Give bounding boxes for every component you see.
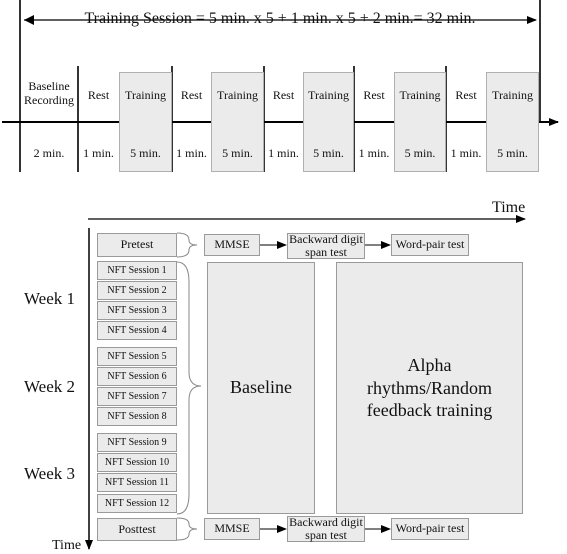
segment-duration: 5 min. [222, 146, 253, 160]
segment-label: Training [125, 88, 166, 102]
segment-label: Rest [363, 88, 385, 102]
nft-session-2: NFT Session 2 [97, 281, 177, 300]
segment-duration: 1 min. [358, 146, 390, 160]
segment-duration: 1 min. [450, 146, 482, 160]
segment-duration: 5 min. [404, 146, 436, 160]
segment-label: Rest [272, 88, 295, 102]
vertical-time-label: Time [52, 538, 82, 553]
nft-session-3: NFT Session 3 [97, 301, 177, 320]
nft-session-12: NFT Session 12 [97, 494, 177, 513]
pretest-box: Pretest [97, 233, 177, 257]
baseline-box: Baseline [207, 262, 315, 514]
week-3-label: Week 3 [24, 464, 76, 483]
segment-duration: 5 min. [313, 146, 344, 160]
nft-session-6: NFT Session 6 [97, 367, 177, 386]
segment-label: Training [492, 88, 533, 102]
nft-session-11: NFT Session 11 [97, 473, 177, 492]
training-block [119, 72, 172, 172]
pretest-digit-span-box: Backward digit span test [287, 232, 365, 259]
pretest-mmse-box: MMSE [204, 234, 260, 256]
segment-label: Training [399, 88, 441, 102]
posttest-word-pair-box: Word-pair test [391, 518, 469, 540]
week-2-label: Week 2 [24, 377, 76, 396]
segment-duration: 1 min. [176, 146, 207, 160]
segment-label: Training [308, 88, 349, 102]
nft-session-1: NFT Session 1 [97, 261, 177, 280]
segment-label: Rest [87, 88, 110, 102]
segment-label: Rest [455, 88, 477, 102]
segment-label: Rest [180, 88, 203, 102]
training-box: Alpha rhythms/Random feedback training [336, 262, 523, 514]
nft-session-7: NFT Session 7 [97, 387, 177, 406]
segment-label: Baseline Recording [24, 79, 74, 107]
session-title: Training Session = 5 min. x 5 + 1 min. x… [84, 10, 476, 27]
nft-session-4: NFT Session 4 [97, 321, 177, 340]
nft-session-8: NFT Session 8 [97, 407, 177, 426]
training-block [303, 72, 354, 172]
nft-session-5: NFT Session 5 [97, 347, 177, 366]
segment-duration: 1 min. [268, 146, 299, 160]
segment-duration: 5 min. [497, 146, 528, 160]
training-block [486, 72, 539, 172]
posttest-mmse-box: MMSE [204, 518, 260, 540]
segment-label: Training [217, 88, 258, 102]
nft-session-10: NFT Session 10 [97, 453, 177, 472]
week-1-label: Week 1 [24, 289, 76, 308]
segment-duration: 5 min. [130, 146, 161, 160]
posttest-digit-span-box: Backward digit span test [287, 515, 365, 542]
posttest-box: Posttest [97, 518, 177, 541]
training-block [394, 72, 446, 172]
protocol-time-label: Time [492, 199, 526, 216]
nft-session-9: NFT Session 9 [97, 433, 177, 452]
training-block [211, 72, 264, 172]
segment-duration: 2 min. [33, 146, 65, 160]
pretest-word-pair-box: Word-pair test [391, 234, 469, 256]
segment-duration: 1 min. [83, 146, 114, 160]
